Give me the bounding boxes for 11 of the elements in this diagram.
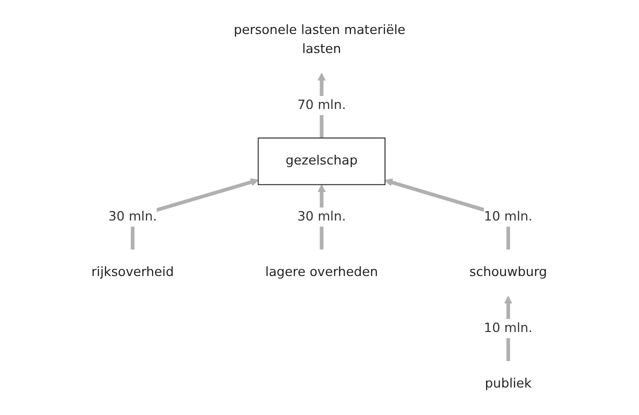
node-text: lagere overheden [266,265,378,280]
edge-label: 30 mln. [298,209,346,224]
node-box: gezelschap [258,138,386,186]
node-text: schouwburg [470,265,548,280]
node-text: rijksoverheid [92,265,174,280]
node-text: publiek [485,376,532,392]
edge-label: 70 mln. [298,98,346,112]
edge-label: 10 mln. [484,209,533,224]
edge-label: 10 mln. [484,320,533,336]
edge-label: 30 mln. [108,209,158,224]
node-text: personele lasten materiële lasten [234,22,406,57]
